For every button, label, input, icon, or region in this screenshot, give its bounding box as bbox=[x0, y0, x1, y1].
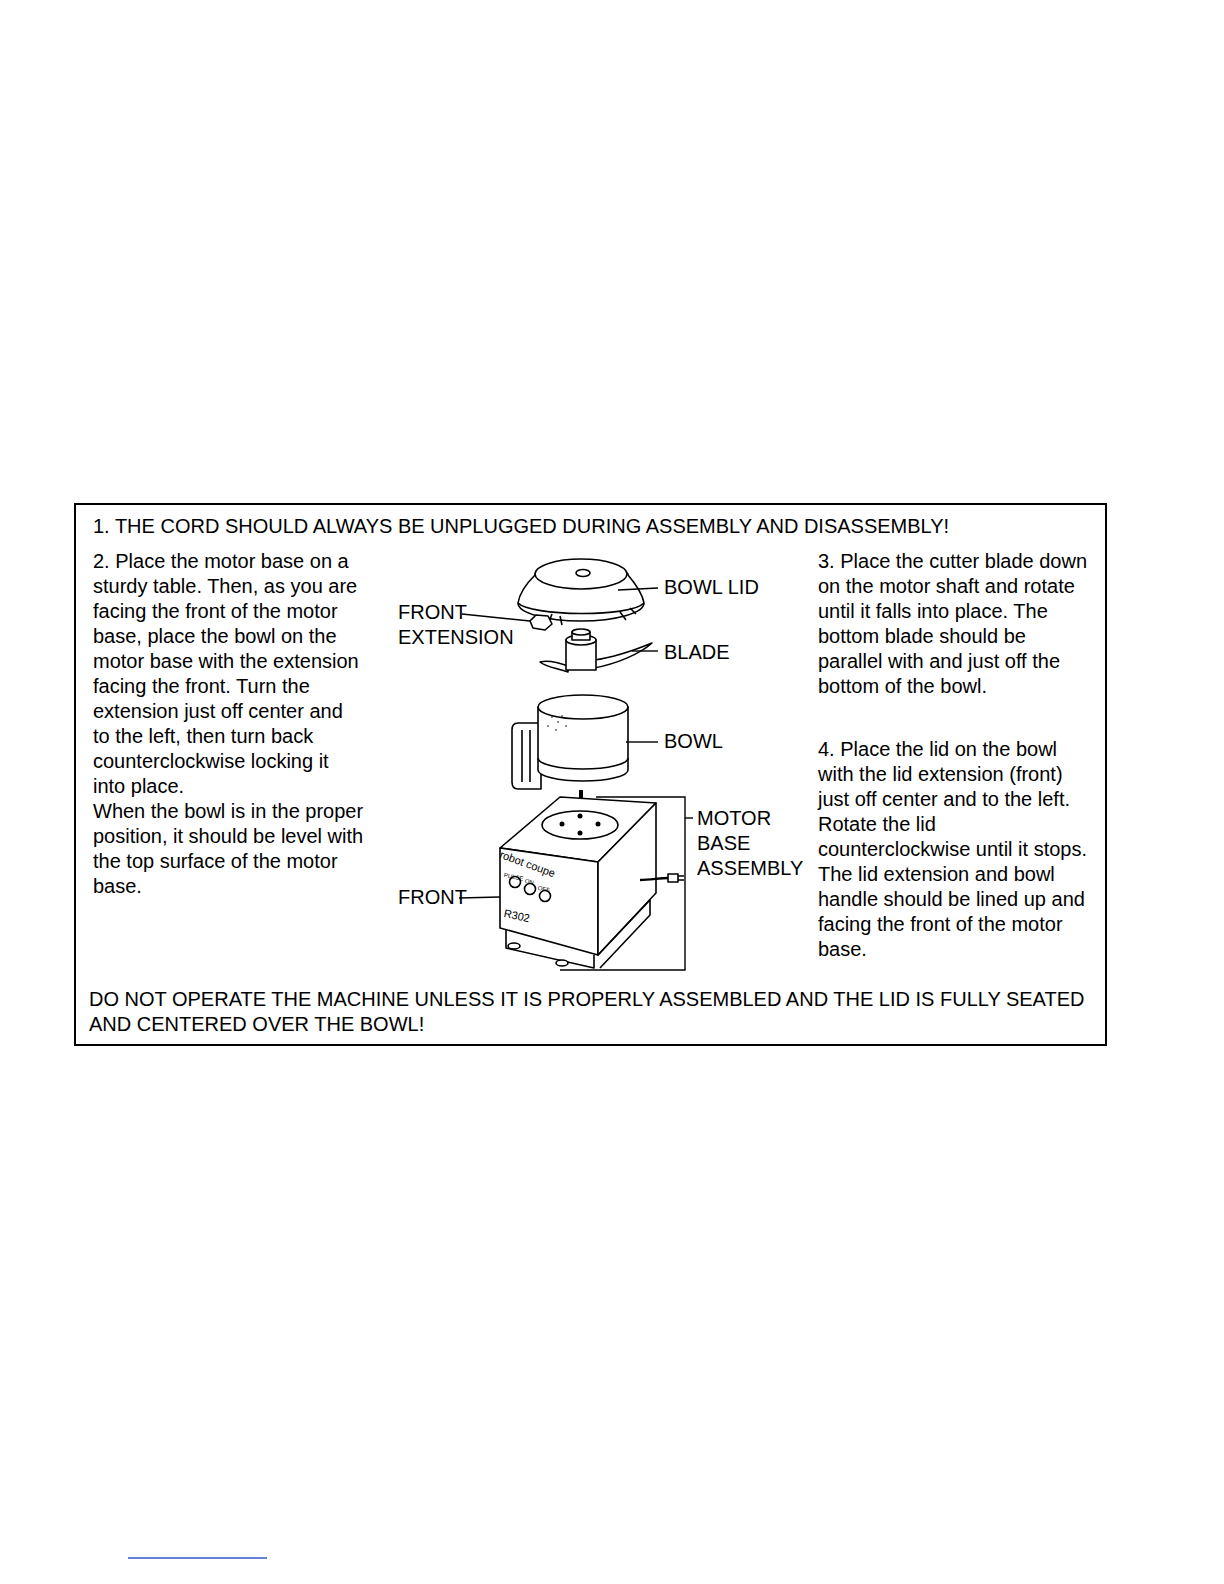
base-foot bbox=[508, 943, 520, 949]
instruction-step: 4. Place the lid on the bowl with the li… bbox=[818, 737, 1090, 862]
link-underline bbox=[128, 1557, 267, 1559]
bowl-speckle bbox=[547, 715, 567, 731]
bracket bbox=[560, 797, 685, 970]
lid-hole bbox=[576, 570, 590, 577]
power-cord bbox=[640, 878, 668, 880]
instruction-note: When the bowl is in the proper position,… bbox=[93, 799, 365, 899]
blade-wing bbox=[540, 661, 568, 672]
part-label: FRONT EXTENSION bbox=[398, 600, 498, 650]
button-label: OFF bbox=[537, 883, 551, 895]
leader-line bbox=[626, 741, 658, 742]
part-label: BLADE bbox=[664, 640, 754, 665]
instruction-frame: 1. THE CORD SHOULD ALWAYS BE UNPLUGGED D… bbox=[74, 503, 1107, 1046]
warning-footer: DO NOT OPERATE THE MACHINE UNLESS IT IS … bbox=[89, 987, 1094, 1037]
instruction-step: 2. Place the motor base on a sturdy tabl… bbox=[93, 549, 365, 799]
lid-tabs bbox=[548, 608, 636, 625]
bowl-base-band bbox=[538, 758, 628, 769]
part-label: MOTOR BASE ASSEMBLY bbox=[697, 806, 795, 881]
base-plinth bbox=[506, 900, 650, 968]
instruction-step: 3. Place the cutter blade down on the mo… bbox=[818, 549, 1090, 699]
leader-line bbox=[462, 614, 530, 621]
plug bbox=[668, 874, 684, 882]
blade-wing bbox=[594, 643, 652, 668]
leader-line bbox=[618, 588, 658, 590]
part-label: BOWL LID bbox=[664, 575, 784, 600]
drive-plate bbox=[542, 811, 618, 839]
plate-holes bbox=[560, 814, 601, 836]
lid-top bbox=[535, 559, 627, 589]
part-label: FRONT bbox=[398, 885, 468, 910]
leader-line bbox=[632, 650, 658, 651]
lid-rim bbox=[518, 603, 644, 614]
base-foot bbox=[556, 960, 568, 966]
front-extension bbox=[530, 615, 552, 630]
warning-heading: 1. THE CORD SHOULD ALWAYS BE UNPLUGGED D… bbox=[93, 514, 1093, 539]
bowl-handle bbox=[512, 723, 541, 789]
instruction-note: The lid extension and bowl handle should… bbox=[818, 862, 1090, 962]
part-label: BOWL bbox=[664, 729, 754, 754]
bowl-handle-grip bbox=[522, 730, 530, 782]
bracket-tie bbox=[685, 817, 693, 818]
bowl-rim bbox=[538, 695, 628, 719]
